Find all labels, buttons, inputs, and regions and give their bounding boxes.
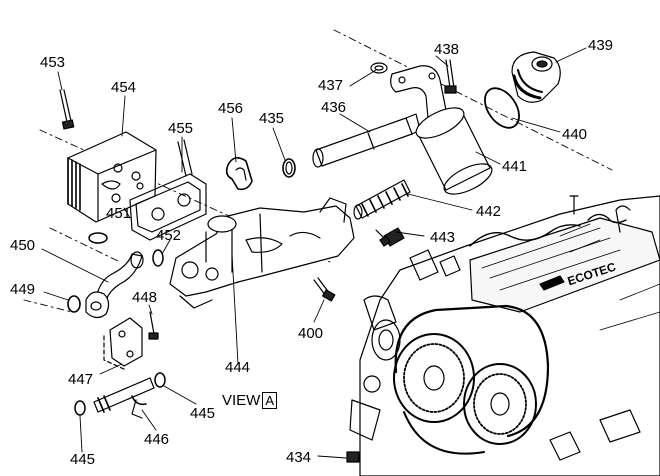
filter-element-441 (415, 107, 493, 195)
callout-400: 400 (298, 325, 324, 342)
callout-454: 454 (111, 79, 137, 96)
view-word: VIEW (222, 392, 261, 409)
tube-436 (312, 113, 421, 168)
callout-451: 451 (106, 205, 132, 222)
callout-439: 439 (588, 37, 614, 54)
pipe-450 (95, 251, 144, 301)
oil-cooler-454 (67, 131, 157, 223)
callout-446: 446 (144, 431, 170, 448)
callout-455: 455 (168, 120, 194, 137)
callout-449: 449 (10, 281, 36, 298)
o-ring-451 (88, 232, 108, 244)
o-ring-435 (282, 158, 296, 178)
callout-447: 447 (68, 371, 94, 388)
bolt-400 (313, 277, 336, 302)
callout-448: 448 (132, 289, 158, 306)
valve-spring-442 (353, 179, 411, 220)
flange (85, 291, 110, 319)
callout-442: 442 (476, 203, 502, 220)
callout-452: 452 (156, 227, 182, 244)
pipe-446 (93, 377, 155, 419)
callout-436: 436 (321, 99, 347, 116)
engine-assembly (349, 195, 660, 476)
clip-456 (225, 157, 253, 191)
callout-438: 438 (434, 41, 460, 58)
callout-443: 443 (430, 229, 456, 246)
callout-453: 453 (40, 54, 66, 71)
callout-440: 440 (562, 126, 588, 143)
callout-441: 441 (502, 158, 528, 175)
filter-cap-439 (511, 51, 561, 103)
o-ring-452 (152, 249, 164, 267)
bolt-453 (59, 89, 75, 130)
callout-434: 434 (286, 449, 312, 466)
leader-lines (41, 47, 587, 459)
callout-445-left: 445 (70, 451, 96, 468)
callout-445-right: 445 (190, 405, 216, 422)
bolt-448 (148, 311, 159, 340)
o-ring-449 (67, 295, 81, 313)
callout-444: 444 (225, 359, 251, 376)
view-letter-box: A (262, 392, 278, 409)
seal-437 (370, 62, 447, 121)
o-ring-440 (484, 87, 520, 129)
callout-437: 437 (318, 77, 344, 94)
filter-housing-444 (169, 197, 355, 309)
callout-435: 435 (259, 110, 285, 127)
callout-450: 450 (10, 237, 36, 254)
o-ring-445 (74, 372, 166, 416)
gasket-447 (103, 317, 143, 371)
callout-456: 456 (218, 100, 244, 117)
sensor-443 (375, 227, 405, 247)
